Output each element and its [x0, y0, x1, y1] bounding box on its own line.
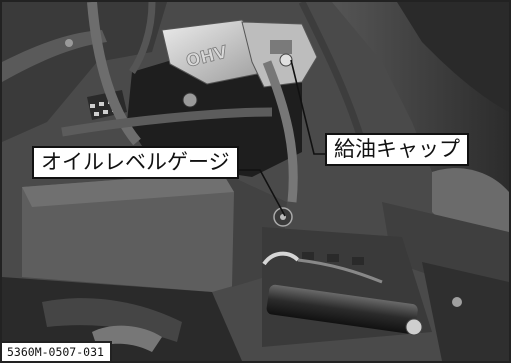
frame-tube-cross	[61, 107, 273, 137]
throttle-cable	[297, 258, 383, 284]
figure-code-label: 5360M-0507-031	[2, 340, 112, 361]
floor-part	[92, 325, 162, 352]
fuel-cap-leader-line	[290, 59, 325, 155]
gas-spring-end	[405, 318, 423, 336]
frame-tube-left	[87, 2, 141, 146]
frame-tube-top	[129, 2, 156, 74]
frame-tube-right	[262, 60, 298, 203]
frame-bolt	[65, 39, 73, 47]
right-bolt	[452, 297, 462, 307]
front-cover-top	[22, 172, 234, 207]
oil-level-gauge-callout: オイルレベルゲージ	[32, 146, 239, 179]
right-lower-frame	[422, 262, 509, 361]
engine-bolt	[182, 92, 198, 108]
fuel-cap-callout: 給油キャップ	[325, 133, 469, 166]
gas-spring	[266, 284, 418, 334]
fuel-cap	[270, 40, 292, 54]
fuel-cap-knob	[279, 53, 293, 67]
seat-shadow	[397, 2, 509, 112]
cable-hook	[262, 251, 300, 266]
fuel-tank-area	[241, 21, 318, 88]
left-frame-rail	[2, 30, 107, 82]
left-frame	[2, 2, 167, 142]
valve-cover	[161, 19, 271, 85]
frame-tube-back	[298, 2, 366, 144]
